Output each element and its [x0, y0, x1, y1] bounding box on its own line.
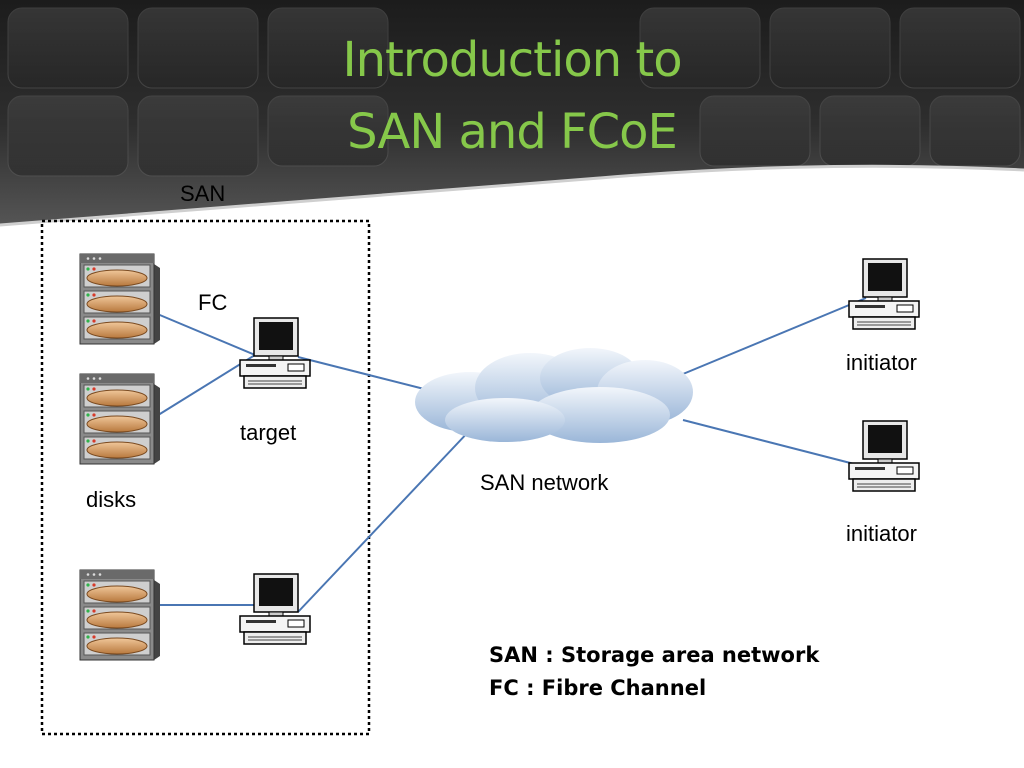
disk-array-1 — [79, 253, 161, 345]
header-background — [0, 0, 1024, 227]
disks-label: disks — [86, 487, 137, 512]
disk-array-2 — [79, 373, 161, 465]
link-cloud-initiator-bottom — [682, 419, 867, 468]
san-boundary-label: SAN — [180, 181, 226, 206]
connection-lines — [154, 297, 867, 613]
legend-fc-definition: FC : Fibre Channel — [489, 676, 707, 700]
san-boundary — [40, 219, 371, 736]
link-server-cloud — [297, 427, 473, 613]
link-cloud-initiator-top — [682, 297, 867, 375]
initiator-computer-bottom — [848, 420, 920, 492]
san-network-label: SAN network — [480, 470, 609, 495]
slide-title-line-1: Introduction to — [342, 32, 682, 88]
initiator-computer-top — [848, 258, 920, 330]
fc-label: FC — [198, 290, 228, 315]
link-target-cloud — [297, 356, 437, 393]
disk-array-3 — [79, 569, 161, 661]
target-label: target — [240, 420, 297, 445]
link-disk1-target — [154, 312, 256, 356]
san-network-cloud — [415, 348, 693, 443]
link-disk2-target — [154, 354, 256, 418]
slide-title-line-2: SAN and FCoE — [347, 104, 678, 160]
legend-san-definition: SAN : Storage area network — [489, 643, 820, 667]
initiator-bottom-label: initiator — [846, 521, 917, 546]
initiator-top-label: initiator — [846, 350, 917, 375]
